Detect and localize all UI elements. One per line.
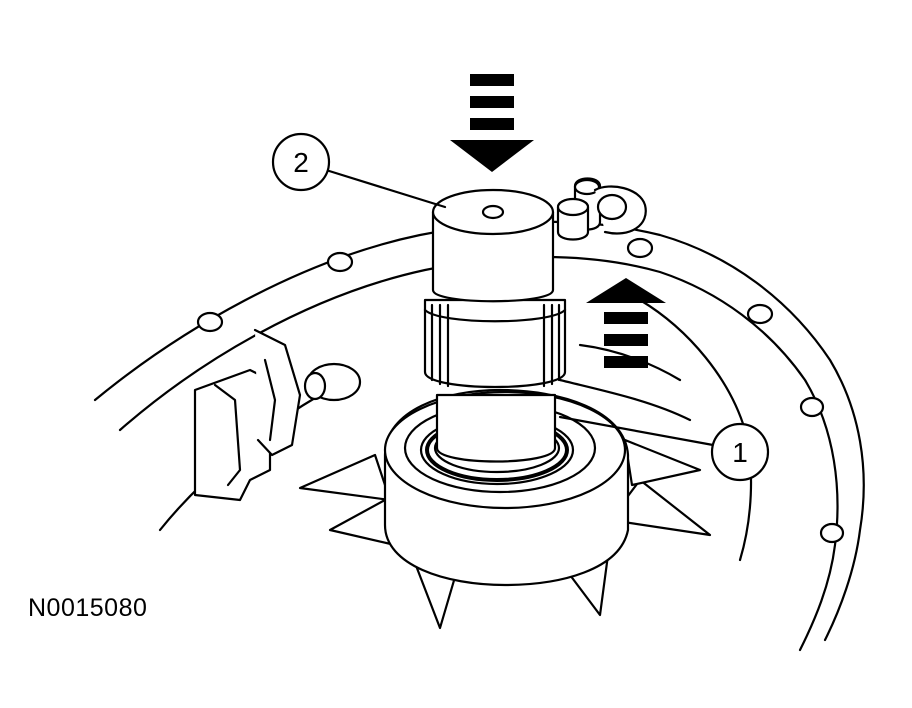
up-arrow xyxy=(586,278,666,368)
down-arrow xyxy=(450,74,534,172)
dowel-pins xyxy=(556,177,647,241)
callout-2-label: 2 xyxy=(293,147,309,178)
installer-tool xyxy=(423,188,567,463)
callout-1-label: 1 xyxy=(732,437,748,468)
callout-1: 1 xyxy=(558,415,770,482)
case-bracket xyxy=(193,328,362,502)
callout-2: 2 xyxy=(271,132,447,209)
figure-id-label: N0015080 xyxy=(28,594,148,622)
bolt-holes xyxy=(196,237,845,544)
